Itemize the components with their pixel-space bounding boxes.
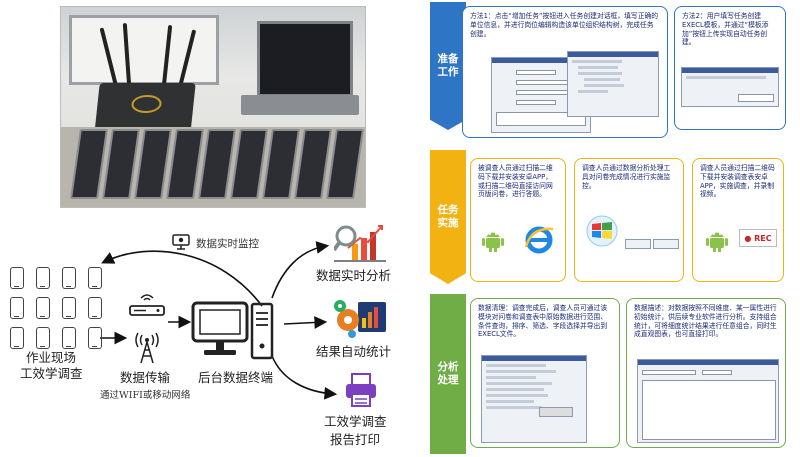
phone-icon bbox=[10, 297, 24, 319]
cell-tower-icon bbox=[135, 332, 159, 364]
phone-icon bbox=[62, 297, 76, 319]
screenshot-tooltip bbox=[539, 407, 573, 417]
backend-label: 后台数据终端 bbox=[198, 370, 274, 385]
server-icon bbox=[250, 302, 274, 360]
flow-arrows bbox=[100, 241, 338, 400]
site-label-1: 作业现场 bbox=[26, 350, 77, 365]
implement-card-2: 调查人员通过数据分析处理工具对问卷完成情况进行实施监控。 bbox=[574, 158, 684, 282]
phone-icon bbox=[36, 327, 50, 349]
stage-analyze-band: 分析处理 bbox=[430, 294, 466, 454]
phone-icon bbox=[10, 267, 24, 289]
stage-prepare-label: 准备工作 bbox=[437, 52, 459, 78]
chart-analysis-icon bbox=[334, 225, 386, 262]
implement-card-1: 被调查人员通过扫描二维码下载并安装安卓APP，或扫描二维码直接访问网页版问卷，进… bbox=[470, 158, 566, 282]
phone-icon bbox=[88, 297, 102, 319]
router-icon bbox=[129, 294, 165, 316]
analyze-card-1: 数据清理：调查完成后，调查人员可通过该模块对问卷和调查表中原始数据进行范围、条件… bbox=[470, 298, 620, 448]
template-upload-screenshot bbox=[681, 67, 779, 107]
device-photo bbox=[60, 6, 366, 208]
report-label-1: 工效学调查 bbox=[324, 414, 387, 429]
photo-window bbox=[69, 15, 219, 85]
org-tree-screenshot bbox=[567, 51, 659, 117]
arrow-stats bbox=[283, 316, 328, 329]
phone-icon bbox=[88, 327, 102, 349]
analyze-card-2-text: 数据描述：对数据按照不同维度、某一属性进行初始统计，供后续专业软件进行分析。支持… bbox=[634, 304, 777, 339]
monitor-label: 数据实时监控 bbox=[196, 238, 259, 250]
ie-icon bbox=[524, 226, 554, 254]
gears-stats-icon bbox=[334, 300, 386, 338]
implement-card-3-text: 调查人员通过扫描二维码下载并安装调查表安卓APP，实施调查，并录制视频。 bbox=[700, 164, 775, 199]
arrow-monitor bbox=[101, 250, 263, 307]
prepare-method2-card: 方法2：用户填写任务创建EXECL模板，并通过“模板添加”按钮上传实现自动任务创… bbox=[674, 6, 786, 130]
android-icon bbox=[482, 232, 504, 252]
data-describe-screenshot bbox=[637, 359, 779, 443]
prepare-method1-card: 方法1：点击“增加任务”按钮进入任务创建对话框，填写正确的单位信息，并进行岗位编… bbox=[462, 6, 668, 138]
windows-icon bbox=[586, 215, 618, 247]
stage-prepare-band: 准备工作 bbox=[430, 2, 466, 130]
phone-icon bbox=[62, 327, 76, 349]
stage-implement-label: 任务实施 bbox=[437, 203, 459, 229]
stage-analyze-label: 分析处理 bbox=[437, 360, 459, 386]
prepare-method1-text: 方法1：点击“增加任务”按钮进入任务创建对话框，填写正确的单位信息，并进行岗位编… bbox=[470, 12, 659, 38]
analyze-card-2: 数据描述：对数据按照不同维度、某一属性进行初始统计，供后续专业软件进行分析。支持… bbox=[626, 298, 786, 448]
stage-implement-band: 任务实施 bbox=[430, 150, 466, 284]
report-label-2: 报告打印 bbox=[330, 432, 381, 447]
arrow-report bbox=[271, 355, 338, 400]
auto-stats-label: 结果自动统计 bbox=[316, 344, 392, 359]
site-label-2: 工效学调查 bbox=[20, 366, 83, 381]
analysis-label: 数据实时分析 bbox=[316, 268, 392, 283]
photo-laptop-base bbox=[241, 95, 359, 115]
transmit-label: 数据传输 bbox=[120, 370, 171, 385]
prepare-method2-text: 方法2：用户填写任务创建EXECL模板，并通过“模板添加”按钮上传实现自动任务创… bbox=[682, 12, 769, 47]
monitor-pin-icon bbox=[172, 234, 190, 250]
data-clean-screenshot bbox=[481, 355, 587, 443]
implement-card-1-text: 被调查人员通过扫描二维码下载并安装安卓APP，或扫描二维码直接访问网页版问卷，进… bbox=[478, 164, 553, 199]
phone-icon bbox=[36, 297, 50, 319]
printer-icon bbox=[346, 373, 376, 407]
transmit-sub-label: 通过WIFI或移动网络 bbox=[100, 390, 191, 401]
implement-card-2-text: 调查人员通过数据分析处理工具对问卷完成情况进行实施监控。 bbox=[582, 164, 671, 190]
android-icon bbox=[706, 232, 728, 252]
phone-icon bbox=[62, 267, 76, 289]
tool-button-screenshot bbox=[653, 239, 679, 249]
arrow-analysis bbox=[271, 241, 330, 299]
phone-icon bbox=[36, 267, 50, 289]
phone-icon bbox=[10, 327, 24, 349]
phone-icon bbox=[88, 267, 102, 289]
implement-card-3: 调查人员通过扫描二维码下载并安装调查表安卓APP，实施调查，并录制视频。 ● R… bbox=[692, 158, 784, 282]
computer-icon bbox=[191, 301, 249, 355]
analyze-card-1-text: 数据清理：调查完成后，调查人员可通过该模块对问卷和调查表中原始数据进行范围、条件… bbox=[478, 304, 608, 339]
photo-laptop-screen bbox=[257, 21, 353, 97]
tool-button-screenshot bbox=[625, 239, 651, 249]
rec-badge: ● REC bbox=[739, 229, 777, 247]
